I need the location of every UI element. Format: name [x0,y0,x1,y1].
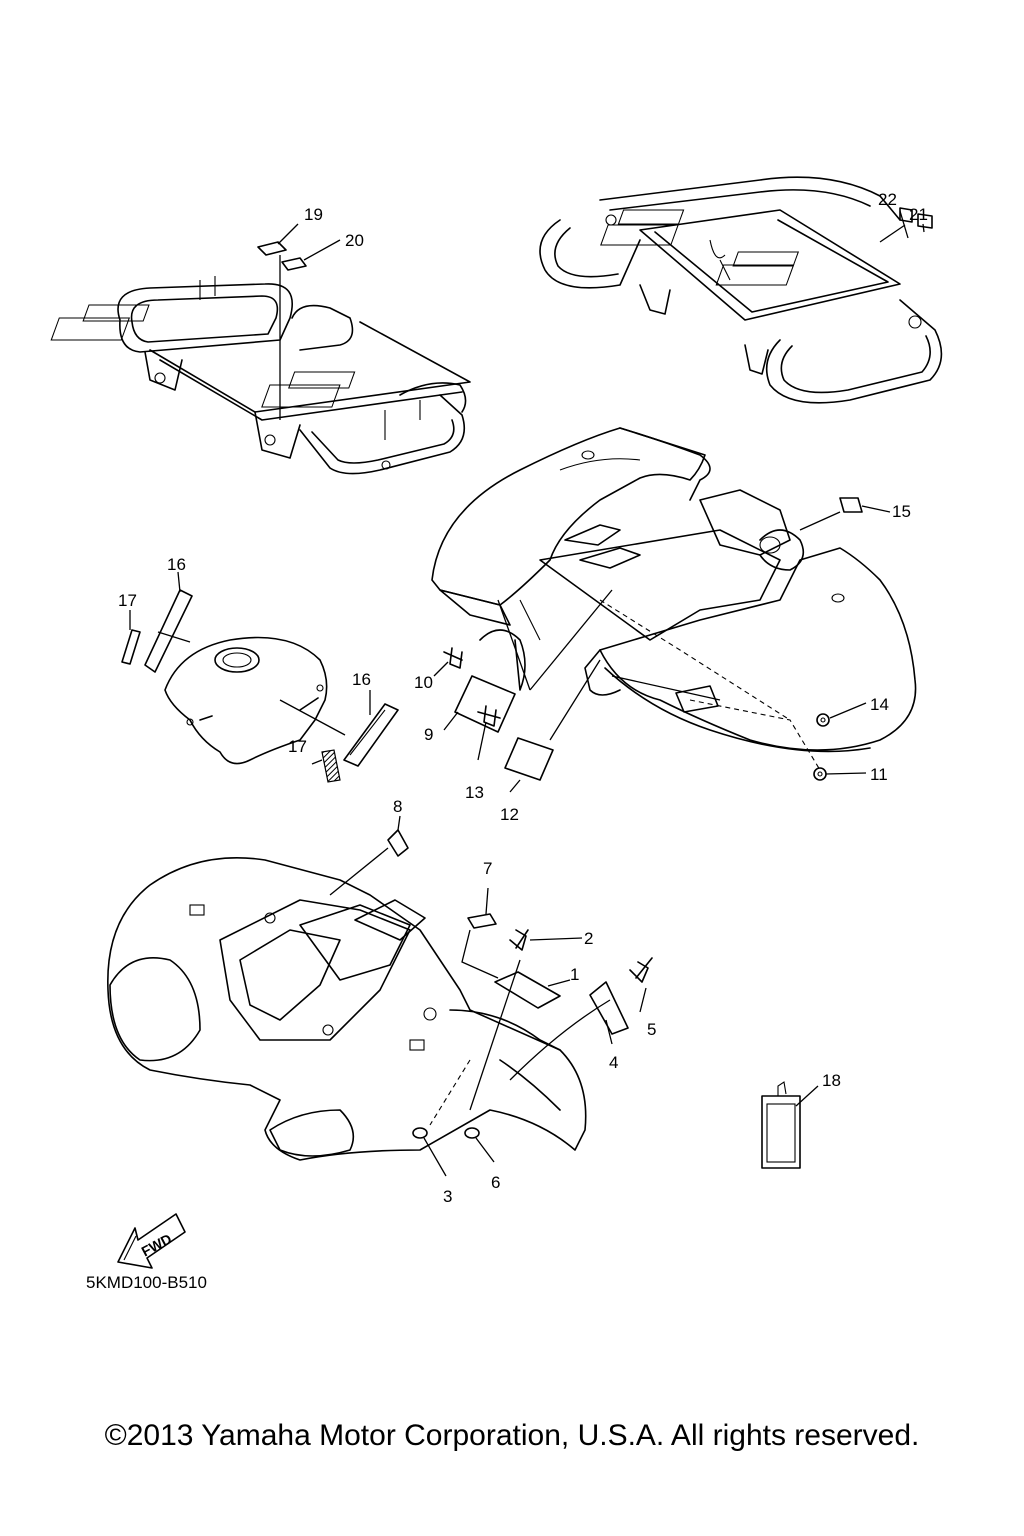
callout-17-upper: 17 [118,591,137,610]
fwd-label: FWD [139,1230,175,1259]
fwd-arrow: FWD [117,1213,186,1269]
label-19-part [257,241,287,256]
label-22-part [899,207,913,223]
washer-11 [813,767,827,781]
stripe-16-upper [144,589,193,673]
label-21-part [917,213,933,229]
callout-18: 18 [822,1071,841,1090]
callout-6: 6 [491,1173,500,1192]
callout-20: 20 [345,231,364,250]
callout-15: 15 [892,502,911,521]
callout-2: 2 [584,929,593,948]
washer-3 [412,1127,428,1139]
callout-21: 21 [909,205,928,224]
callout-14: 14 [870,695,889,714]
callout-22: 22 [878,190,897,209]
callout-8: 8 [393,797,402,816]
stripe-16-lower [343,703,399,767]
emblem-17-lower [321,749,341,783]
emblem-17-upper [121,629,141,665]
bolt-10 [443,647,463,669]
small-parts [121,207,933,1169]
callout-numbers: 1 2 3 4 5 6 7 8 9 10 11 12 13 14 15 16 1… [118,190,928,1206]
callout-11: 11 [870,765,888,784]
callout-10: 10 [414,673,433,692]
bolt-2 [509,929,529,951]
label-8-part [387,829,409,857]
callout-7: 7 [483,859,492,878]
callout-12: 12 [500,805,519,824]
label-20-part [281,257,307,271]
washer-14 [816,713,830,727]
callout-3: 3 [443,1187,452,1206]
callout-5: 5 [647,1020,656,1039]
callout-16-lower: 16 [352,670,371,689]
callout-17-lower: 17 [288,737,307,756]
tank-cover [164,636,328,765]
bolt-5 [629,957,653,983]
plate-1 [494,971,561,1009]
leader-lines [129,210,925,1177]
callout-13: 13 [465,783,484,802]
plate-12 [504,737,554,781]
front-carrier [50,276,471,475]
front-fender [107,857,587,1161]
rear-fender [431,427,917,753]
copyright-notice: ©2013 Yamaha Motor Corporation, U.S.A. A… [104,1419,920,1452]
washer-6 [464,1127,480,1139]
plate-4 [589,981,629,1035]
card-18 [761,1081,801,1169]
label-15-part [839,497,863,513]
label-7-part [467,913,497,929]
callout-1: 1 [570,965,579,984]
callout-19: 19 [304,205,323,224]
reference-code: 5KMD100-B510 [86,1273,207,1292]
rear-carrier [539,176,943,404]
callout-4: 4 [609,1053,618,1072]
bolt-13 [477,705,501,727]
callout-9: 9 [424,725,433,744]
callout-16-upper: 16 [167,555,186,574]
